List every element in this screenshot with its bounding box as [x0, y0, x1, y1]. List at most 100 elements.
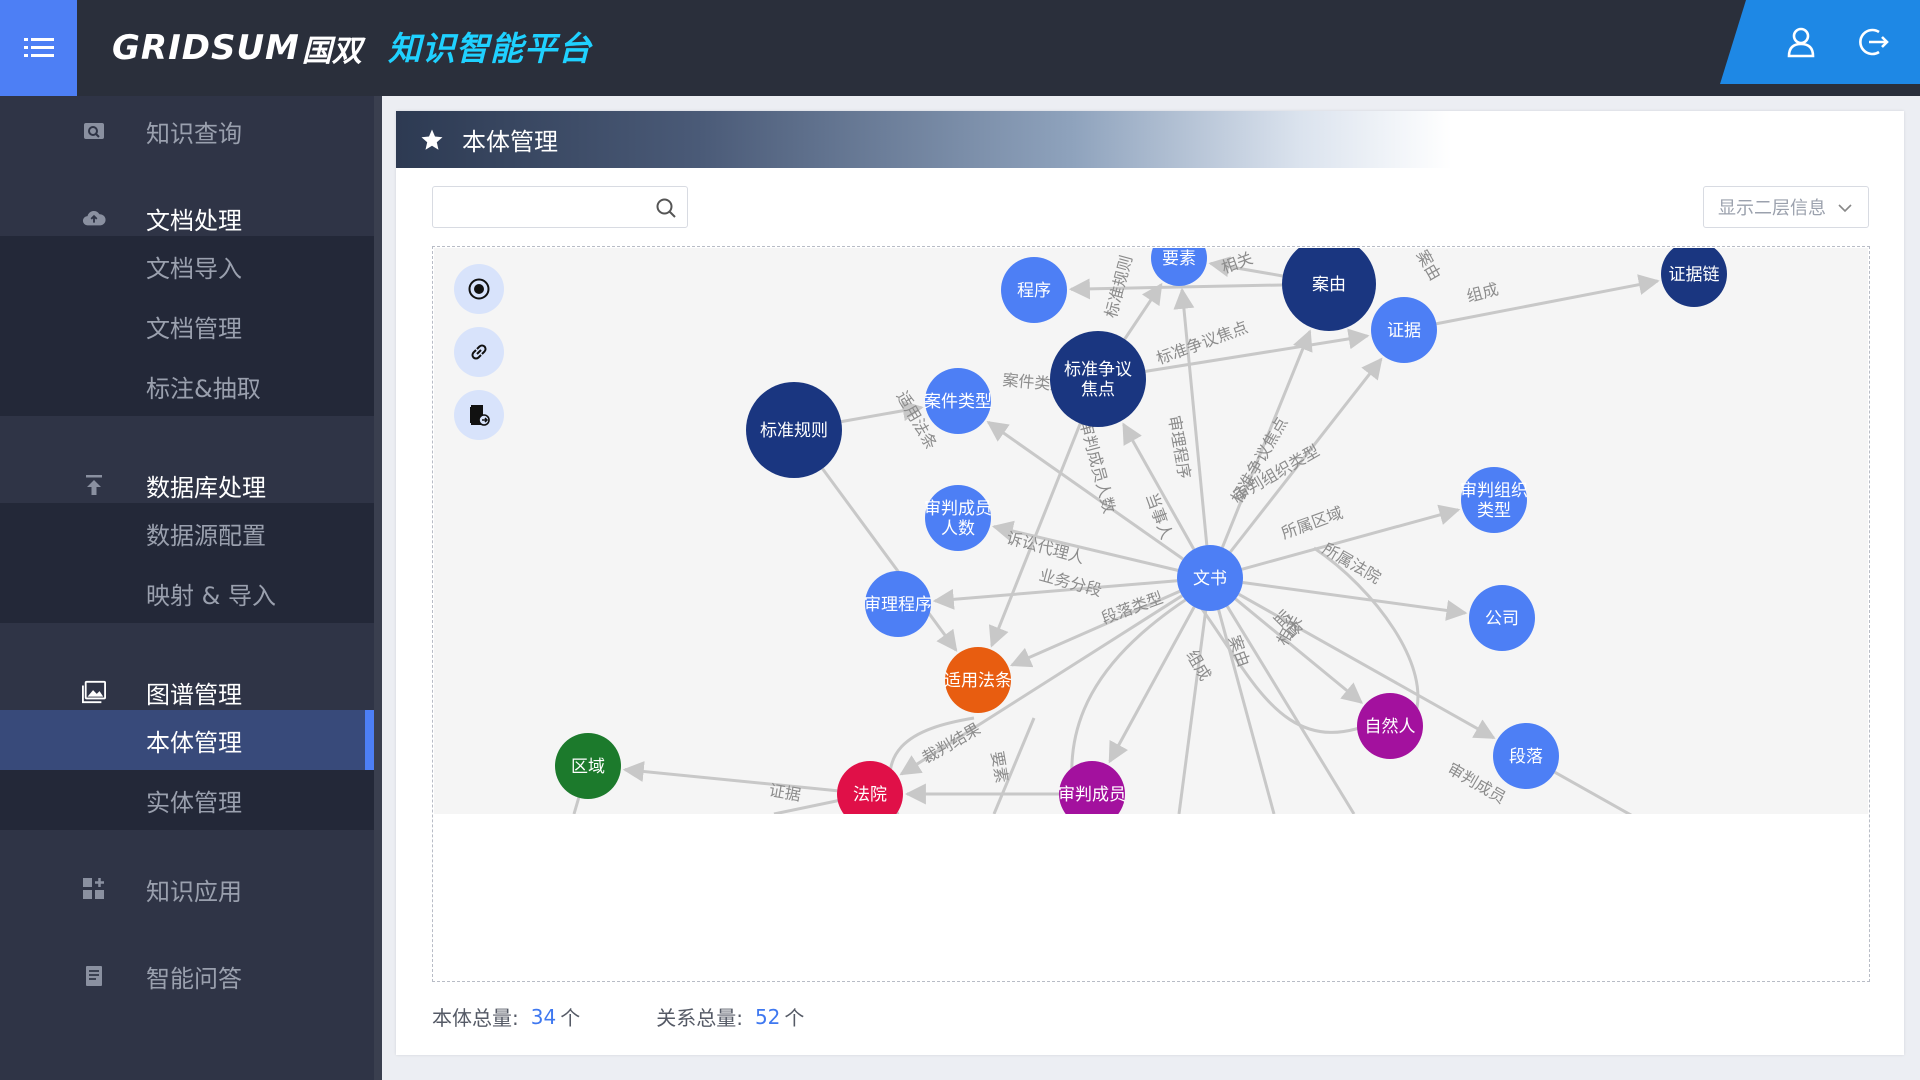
graph-node-zhengjulian[interactable]: 证据链: [1661, 248, 1727, 307]
node-circle[interactable]: [1151, 248, 1207, 286]
graph-edge[interactable]: [991, 520, 1179, 572]
graph-node-anyou[interactable]: 案由: [1282, 248, 1376, 331]
nav-item-ontology-manage[interactable]: 本体管理: [0, 710, 374, 770]
link-tool-button[interactable]: [454, 327, 504, 377]
graph-edge[interactable]: [986, 421, 1184, 561]
node-circle[interactable]: [1469, 585, 1535, 651]
node-circle[interactable]: [1177, 545, 1243, 611]
node-label: 程序: [1017, 281, 1051, 301]
search-input[interactable]: [441, 193, 641, 221]
node-circle[interactable]: [865, 571, 931, 637]
graph-node-yaosu[interactable]: 要素: [1151, 248, 1207, 286]
graph-node-biaozhunguize[interactable]: 标准规则: [746, 382, 842, 478]
graph-edge[interactable]: [841, 400, 924, 424]
nav-group-database-processing[interactable]: 数据库处理: [0, 450, 374, 520]
graph-node-shenlichengxu[interactable]: 审理程序: [864, 571, 932, 637]
graph-edge[interactable]: [1208, 256, 1283, 278]
graph-node-quyu[interactable]: 区域: [555, 733, 621, 799]
nav-item-datasource-config[interactable]: 数据源配置: [146, 521, 266, 550]
nav-item-annotate-extract[interactable]: 标注&抽取: [146, 374, 261, 403]
layer-info-select[interactable]: 显示二层信息: [1703, 186, 1869, 228]
node-label: 审理程序: [864, 595, 932, 615]
nav-group-smart-qa[interactable]: 智能问答: [0, 941, 374, 1011]
graph-edge[interactable]: [1220, 329, 1313, 548]
graph-node-anjianleixing[interactable]: 案件类型: [924, 368, 992, 434]
node-circle[interactable]: [1493, 723, 1559, 789]
nav-group-knowledge-query[interactable]: 知识查询: [0, 96, 374, 166]
graph-edge[interactable]: [1177, 577, 1212, 814]
node-circle[interactable]: [837, 761, 903, 814]
graph-node-zhengju[interactable]: 证据: [1371, 297, 1437, 363]
graph-edge[interactable]: [1009, 589, 1181, 668]
graph-edge[interactable]: [1122, 422, 1196, 550]
node-label: 审判成员: [924, 499, 992, 519]
nav-group-document-processing[interactable]: 文档处理: [0, 183, 374, 253]
graph-edge[interactable]: [1208, 577, 1276, 814]
graph-node-chengxu[interactable]: 程序: [1001, 257, 1067, 323]
node-label: 类型: [1477, 501, 1511, 521]
graph-edge[interactable]: [1145, 328, 1370, 373]
node-circle[interactable]: [945, 647, 1011, 713]
graph-edge[interactable]: [1242, 580, 1468, 621]
nav-group-knowledge-application[interactable]: 知识应用: [0, 854, 374, 924]
node-circle[interactable]: [1001, 257, 1067, 323]
graph-edge[interactable]: [899, 594, 1183, 776]
node-circle[interactable]: [1371, 297, 1437, 363]
graph-node-duanluo[interactable]: 段落: [1493, 723, 1559, 789]
graph-edge[interactable]: [1436, 274, 1660, 326]
graph-node-ziranren[interactable]: 自然人: [1357, 693, 1423, 759]
graph-edge[interactable]: [1123, 282, 1163, 340]
graph-edge[interactable]: [1173, 287, 1209, 546]
user-button[interactable]: [1784, 25, 1818, 59]
search-icon[interactable]: [655, 197, 677, 219]
graph-edge[interactable]: [988, 423, 1082, 648]
focus-tool-button[interactable]: [454, 264, 504, 314]
node-circle[interactable]: [1661, 248, 1727, 307]
graph-edge[interactable]: [1238, 592, 1496, 740]
nav-group-label: 图谱管理: [146, 680, 242, 709]
nav-item-document-manage[interactable]: 文档管理: [146, 314, 242, 343]
node-label: 审判组织: [1460, 481, 1528, 501]
graph-node-wenshu[interactable]: 文书: [1177, 545, 1243, 611]
node-circle[interactable]: [746, 382, 842, 478]
graph-node-shenpanchengyuan[interactable]: 审判成员: [1058, 761, 1126, 814]
graph-edge[interactable]: [1241, 504, 1461, 571]
node-circle[interactable]: [1059, 761, 1125, 814]
nav-item-mapping-import[interactable]: 映射 & 导入: [146, 581, 276, 610]
graph-edge-curve[interactable]: [1313, 546, 1420, 719]
ontology-graph[interactable]: 组成案由相关标准争议焦点标准规则适用法条案件类型审判成员人数审理程序审判组织类型…: [434, 248, 1868, 814]
graph-edge[interactable]: [992, 717, 1036, 814]
graph-edge[interactable]: [1208, 577, 1356, 814]
graph-node-shiyongfatiao[interactable]: 适用法条: [944, 647, 1012, 713]
node-circle[interactable]: [925, 368, 991, 434]
node-circle[interactable]: [1282, 248, 1376, 331]
node-circle[interactable]: [925, 485, 991, 551]
search-box[interactable]: [432, 186, 688, 228]
node-circle[interactable]: [555, 733, 621, 799]
sidebar-scrollbar[interactable]: [374, 96, 382, 1080]
export-tool-button[interactable]: [454, 390, 504, 440]
graph-node-biaozhunzhengyi[interactable]: 标准争议焦点: [1050, 331, 1146, 427]
graph-edge[interactable]: [1108, 606, 1196, 764]
node-circle[interactable]: [1050, 331, 1146, 427]
graph-node-shenpanchengyuanrenshu[interactable]: 审判成员人数: [924, 485, 992, 551]
logout-button[interactable]: [1856, 25, 1890, 59]
nav-item-entity-manage[interactable]: 实体管理: [146, 788, 242, 817]
graph-edge[interactable]: [1068, 278, 1283, 300]
graph-node-gongsi[interactable]: 公司: [1469, 585, 1535, 651]
node-circle[interactable]: [1357, 693, 1423, 759]
graph-edge[interactable]: [821, 467, 958, 652]
graph-node-fayuan[interactable]: 法院: [837, 761, 903, 814]
graph-canvas[interactable]: 组成案由相关标准争议焦点标准规则适用法条案件类型审判成员人数审理程序审判组织类型…: [434, 248, 1868, 814]
nav-group-graph-management[interactable]: 图谱管理: [0, 657, 374, 727]
node-circle[interactable]: [1461, 467, 1527, 533]
menu-toggle-button[interactable]: [0, 0, 77, 96]
graph-edge[interactable]: [1234, 597, 1364, 704]
graph-edge[interactable]: [932, 579, 1178, 610]
graph-node-shenpanzuzhi[interactable]: 审判组织类型: [1460, 467, 1528, 533]
graph-edge[interactable]: [622, 761, 838, 793]
graph-edge[interactable]: [1229, 357, 1383, 553]
graph-edge[interactable]: [1554, 770, 1651, 814]
nav-item-document-import[interactable]: 文档导入: [146, 254, 242, 283]
graph-edge-curve[interactable]: [1192, 597, 1385, 734]
